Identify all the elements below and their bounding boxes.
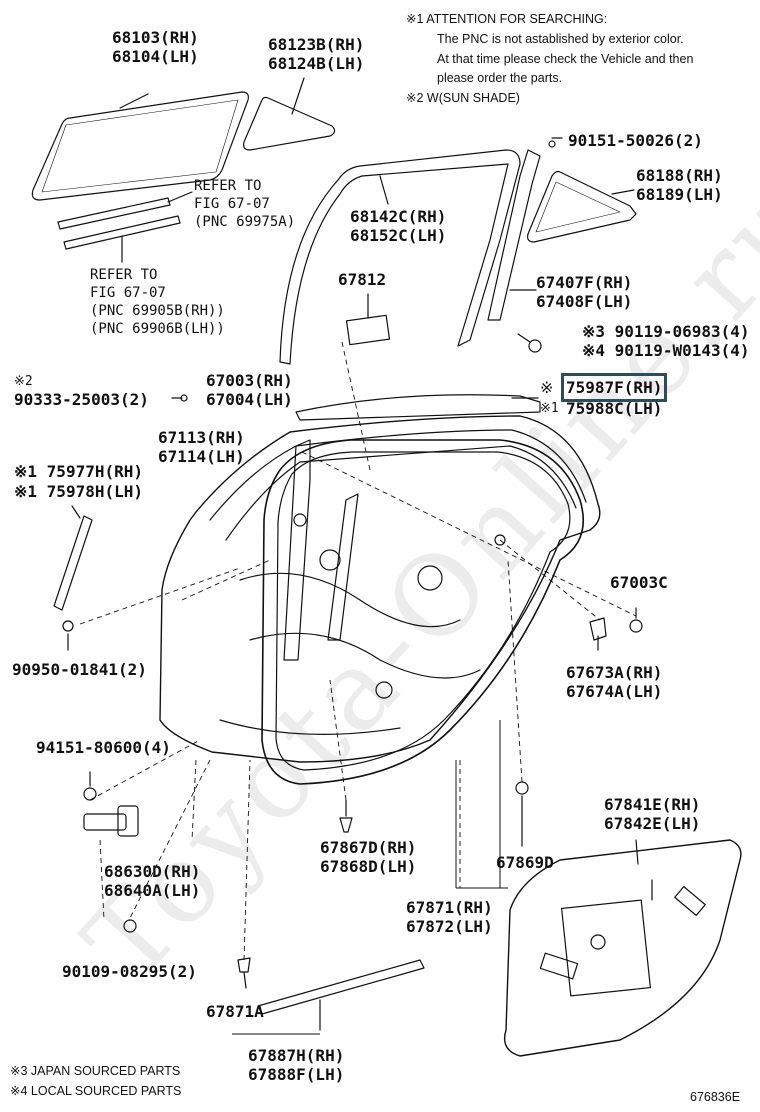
footnote-japan-sourced: ※3 JAPAN SOURCED PARTS (10, 1064, 181, 1078)
part-label-90119-06983[interactable]: ※3 90119-06983(4) (582, 322, 750, 341)
part-label-68152c[interactable]: 68152C(LH) (350, 226, 447, 245)
silencer-pad (345, 314, 391, 346)
part-label-75978h[interactable]: ※1 75978H(LH) (14, 482, 143, 501)
part-mark-75988c: ※1 (540, 401, 559, 416)
part-label-68142c[interactable]: 68142C(RH) (350, 207, 447, 226)
refer-note-1-line2: FIG 67-07 (194, 196, 270, 212)
part-label-67003c[interactable]: 67003C (610, 573, 668, 592)
glass-run-channel (279, 149, 521, 365)
footnote-local-sourced: ※4 LOCAL SOURCED PARTS (10, 1084, 182, 1098)
part-label-67867d[interactable]: 67867D(RH) (320, 838, 417, 857)
attention-note-line3: please order the parts. (437, 71, 563, 85)
part-label-90151[interactable]: 90151-50026(2) (568, 131, 703, 150)
part-label-90119-w0143[interactable]: ※4 90119-W0143(4) (582, 341, 750, 360)
refer-note-2-line4: (PNC 69906B(LH)) (90, 321, 225, 337)
part-label-67871a[interactable]: 67871A (206, 1002, 264, 1021)
part-label-67407f[interactable]: 67407F(RH) (536, 273, 633, 292)
refer-note-2-line2: FIG 67-07 (90, 285, 166, 301)
part-label-68103[interactable]: 68103(RH) (112, 28, 199, 47)
part-label-75977h[interactable]: ※1 75977H(RH) (14, 462, 143, 481)
part-label-67113[interactable]: 67113(RH) (158, 428, 245, 447)
belt-moulding-lower (63, 215, 181, 250)
part-label-67673a[interactable]: 67673A(RH) (566, 663, 663, 682)
part-label-67674a[interactable]: 67674A(LH) (566, 682, 663, 701)
part-label-90333[interactable]: 90333-25003(2) (14, 390, 149, 409)
attention-note-line2: At that time please check the Vehicle an… (437, 52, 694, 66)
part-label-90109[interactable]: 90109-08295(2) (62, 962, 197, 981)
refer-note-2-line1: REFER TO (90, 267, 158, 283)
division-bar (487, 149, 541, 321)
part-label-67887h[interactable]: 67887H(RH) (248, 1046, 345, 1065)
part-label-68630d[interactable]: 68630D(RH) (104, 862, 201, 881)
part-label-67842e[interactable]: 67842E(LH) (604, 814, 701, 833)
illustration-code: 676836E (690, 1090, 741, 1104)
part-label-90950[interactable]: 90950-01841(2) (12, 660, 147, 679)
part-mark-90333: ※2 (14, 374, 33, 389)
door-hinge (117, 805, 139, 837)
part-label-68640a[interactable]: 68640A(LH) (104, 881, 201, 900)
door-opening-weatherstrip (261, 439, 584, 785)
part-label-67872[interactable]: 67872(LH) (406, 917, 493, 936)
door-frame (159, 415, 601, 763)
part-label-67869d[interactable]: 67869D (496, 853, 554, 872)
part-label-67868d[interactable]: 67868D(LH) (320, 857, 417, 876)
sun-shade-note: ※2 W(SUN SHADE) (406, 91, 520, 105)
attention-note-title: ※1 ATTENTION FOR SEARCHING: (406, 12, 608, 26)
part-label-67841e[interactable]: 67841E(RH) (604, 795, 701, 814)
part-label-94151[interactable]: 94151-80600(4) (36, 738, 171, 757)
part-label-68104[interactable]: 68104(LH) (112, 47, 199, 66)
part-label-68123b[interactable]: 68123B(RH) (268, 35, 365, 54)
door-glass (31, 91, 249, 201)
part-label-67408f[interactable]: 67408F(LH) (536, 292, 633, 311)
part-label-67003[interactable]: 67003(RH) (206, 371, 293, 390)
quarter-glass (243, 96, 336, 151)
lower-moulding (257, 959, 425, 1015)
part-label-68188[interactable]: 68188(RH) (636, 166, 723, 185)
pillar-garnish (53, 515, 93, 611)
part-label-67004[interactable]: 67004(LH) (206, 390, 293, 409)
part-label-75988c[interactable]: 75988C(LH) (566, 399, 663, 418)
door-trim-panel (503, 839, 742, 1057)
part-label-67888f[interactable]: 67888F(LH) (248, 1065, 345, 1084)
part-label-75987f-highlighted[interactable]: 75987F(RH) (560, 373, 668, 402)
frame-garnish (283, 439, 311, 661)
belt-moulding-upper (57, 197, 171, 230)
part-label-67871[interactable]: 67871(RH) (406, 898, 493, 917)
refer-note-1-line3: (PNC 69975A) (194, 214, 296, 230)
part-label-67114[interactable]: 67114(LH) (158, 447, 245, 466)
part-mark-75987f: ※ (540, 378, 554, 397)
part-label-68124b[interactable]: 68124B(LH) (268, 54, 365, 73)
refer-note-1-line1: REFER TO (194, 178, 262, 194)
part-label-67812[interactable]: 67812 (338, 270, 387, 289)
refer-note-2-line3: (PNC 69905B(RH)) (90, 303, 225, 319)
rear-quarter-glass (527, 170, 637, 243)
attention-note-line1: The PNC is not astablished by exterior c… (437, 32, 684, 46)
part-label-68189[interactable]: 68189(LH) (636, 185, 723, 204)
